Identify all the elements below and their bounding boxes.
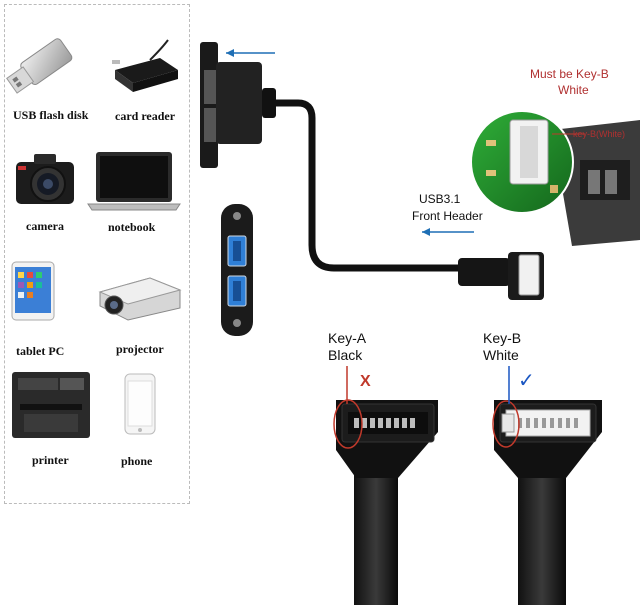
device-label-phone: phone — [121, 454, 153, 468]
device-label-usb-flash-disk: USB flash disk — [13, 108, 89, 122]
device-label-camera: camera — [26, 219, 64, 233]
key-b-check-icon: ✓ — [518, 370, 535, 392]
notebook-icon — [87, 152, 181, 211]
tablet-icon — [11, 261, 55, 321]
key-b-white-tag: key-B(White) — [573, 129, 626, 139]
key-b-connector — [492, 400, 602, 605]
usb-bracket-side — [200, 42, 276, 168]
key-a-cross-icon: X — [360, 373, 371, 390]
phone-icon — [124, 373, 156, 435]
key-a-color-label: Black — [328, 347, 363, 363]
usb-bracket-front — [221, 204, 253, 336]
motherboard-photo — [552, 120, 640, 246]
projector-icon — [98, 277, 182, 321]
cable-main — [276, 99, 462, 272]
header-title-line2: Front Header — [412, 209, 483, 223]
device-label-projector: projector — [116, 342, 164, 356]
key-a-label: Key-A — [328, 330, 367, 346]
usb-flash-disk-icon — [6, 38, 73, 94]
must-be-key-b-text: Must be Key-B — [530, 67, 609, 81]
key-b-label: Key-B — [483, 330, 522, 346]
front-header-connector — [458, 252, 544, 300]
device-label-printer: printer — [32, 453, 69, 467]
header-zoom-circle — [470, 110, 574, 214]
card-reader-icon — [112, 39, 178, 92]
key-b-color-label: White — [483, 347, 519, 363]
printer-icon — [12, 372, 90, 438]
insert-arrow-icon — [226, 49, 275, 57]
device-label-tablet-pc: tablet PC — [16, 344, 65, 358]
header-arrow-icon — [422, 228, 474, 236]
device-label-card-reader: card reader — [115, 109, 176, 123]
key-a-connector — [333, 399, 438, 605]
header-title-line1: USB3.1 — [419, 192, 461, 206]
must-be-white-text: White — [558, 83, 589, 97]
camera-icon — [16, 154, 74, 204]
device-label-notebook: notebook — [108, 220, 156, 234]
